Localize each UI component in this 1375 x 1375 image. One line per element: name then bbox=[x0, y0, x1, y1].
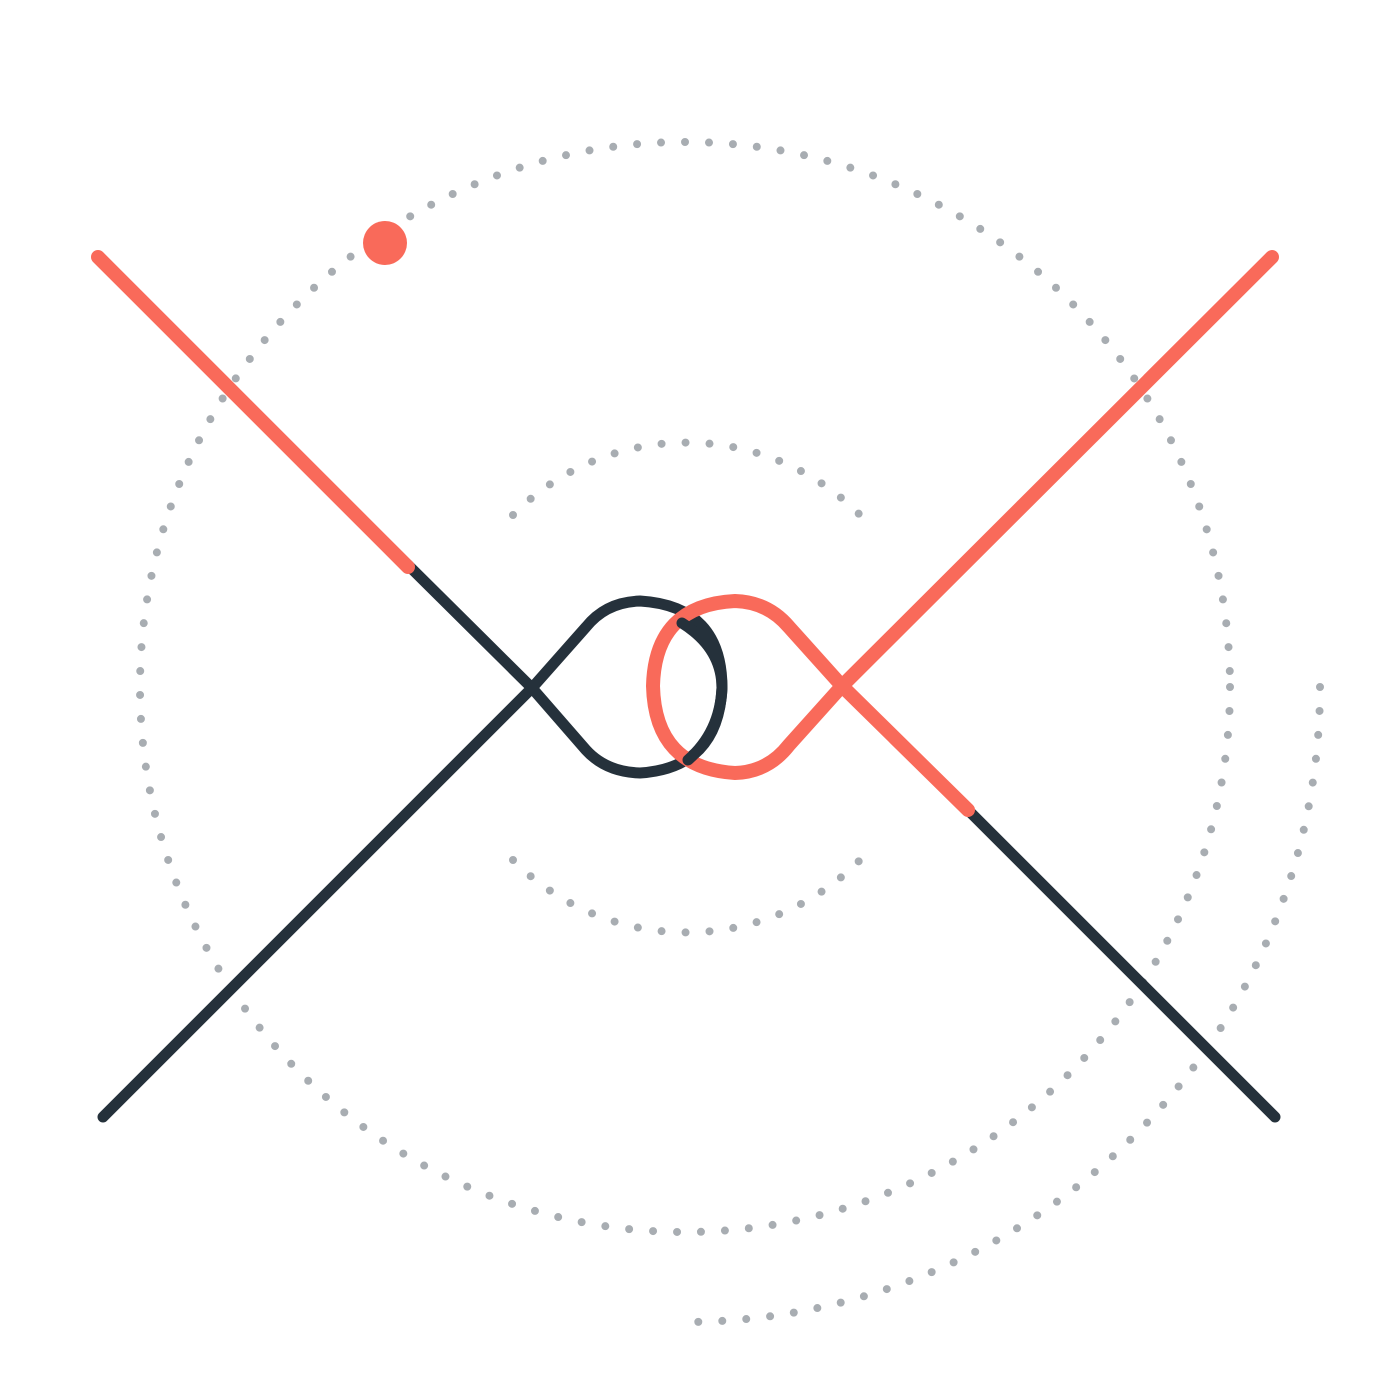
coral-strand-top-left bbox=[91, 250, 415, 574]
dark-strand-right-tail bbox=[962, 804, 1281, 1123]
coral-strand bbox=[91, 250, 1279, 817]
dark-strand bbox=[97, 559, 1281, 1123]
coral-strand-loop bbox=[646, 250, 1279, 817]
inner-dotted-arc-top bbox=[509, 438, 864, 519]
dotted-rings bbox=[136, 138, 1324, 1326]
dark-strand-left-path bbox=[97, 559, 728, 1123]
orbit-dot bbox=[363, 221, 407, 265]
dark-strand-overlap bbox=[676, 617, 728, 766]
outer-dotted-ring bbox=[136, 138, 1234, 1236]
inner-dotted-arc-bottom bbox=[509, 856, 864, 937]
